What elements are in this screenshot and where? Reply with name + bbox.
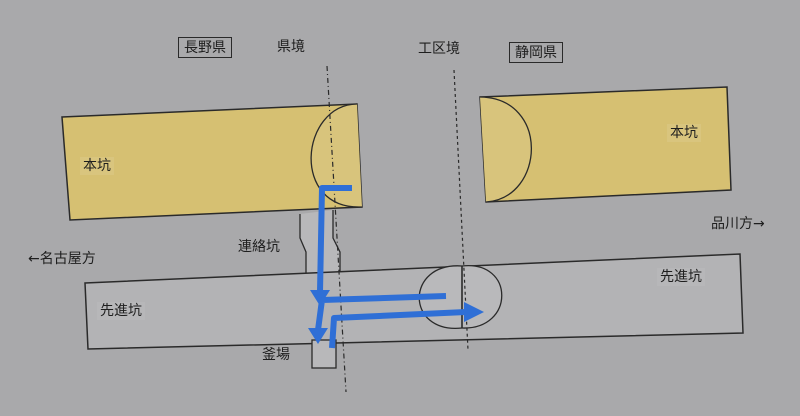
prefecture-border-line	[326, 65, 347, 393]
advance-tunnel	[84, 253, 744, 350]
flow-arrow-right-head	[464, 302, 484, 322]
section-border-label: 工区境	[418, 41, 460, 57]
direction-shinagawa-label: 品川方→	[711, 216, 765, 232]
work-area-label: 釜場	[262, 347, 290, 363]
advance-tunnel-left-label: 先進坑	[97, 302, 145, 320]
shizuoka-label: 静岡県	[509, 42, 563, 63]
main-tunnel-left-face	[310, 103, 363, 208]
direction-nagoya-label: ←名古屋方	[28, 251, 96, 267]
connecting-tunnel-label: 連絡坑	[238, 239, 280, 255]
advance-tunnel-right-label: 先進坑	[657, 268, 705, 286]
flow-arrow-to-pit	[315, 293, 447, 331]
prefecture-border-label: 県境	[277, 39, 305, 55]
nagano-label: 長野県	[178, 37, 232, 58]
flow-arrow-right	[329, 309, 467, 349]
main-tunnel-left-label: 本坑	[80, 157, 114, 175]
flow-arrow-down	[317, 185, 352, 293]
section-border-line	[453, 69, 469, 351]
flow-arrow-to-pit-head	[308, 328, 328, 344]
main-tunnel-right-face	[479, 96, 533, 203]
main-tunnel-right-label: 本坑	[667, 124, 701, 142]
